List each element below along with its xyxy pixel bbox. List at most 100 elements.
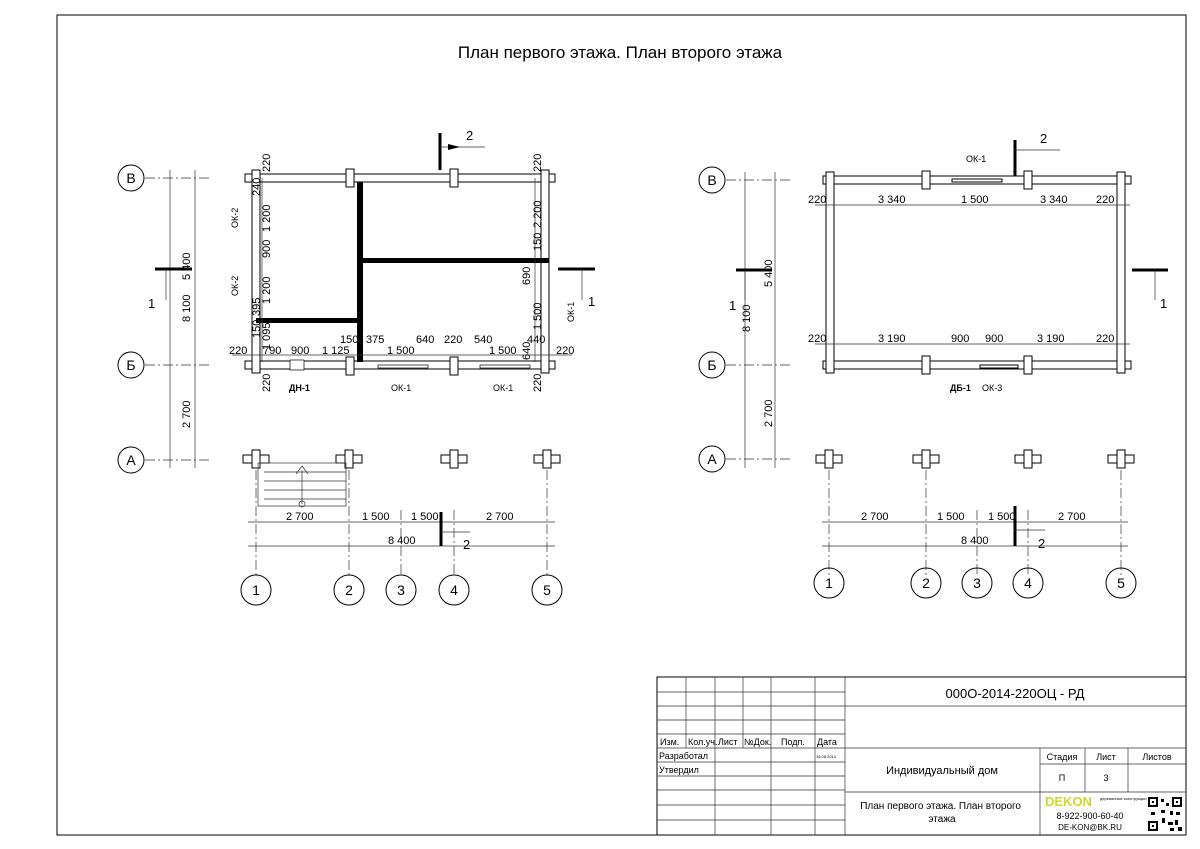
- svg-text:№Док.: №Док.: [744, 737, 771, 747]
- svg-text:220: 220: [808, 194, 826, 206]
- svg-text:2 700: 2 700: [861, 511, 889, 523]
- element-marks: ДН-1 ОК-1 ОК-1 ОК-2 ОК-2 ОК-1: [230, 208, 576, 393]
- stair: [257, 462, 347, 508]
- wall-right-2: [1116, 171, 1126, 374]
- section-mark-2-bottom: 2: [439, 512, 470, 552]
- svg-text:1 500: 1 500: [937, 511, 965, 523]
- svg-text:2: 2: [345, 582, 353, 598]
- sheet-name-line-2: этажа: [928, 814, 956, 825]
- svg-text:220: 220: [1096, 333, 1114, 345]
- posts-2: [815, 170, 1135, 469]
- svg-text:1 500: 1 500: [961, 194, 989, 206]
- svg-text:ОК-1: ОК-1: [391, 383, 411, 393]
- svg-text:18.08.2014: 18.08.2014: [816, 754, 837, 759]
- svg-text:395: 395: [251, 298, 263, 316]
- svg-text:2: 2: [922, 575, 930, 591]
- section-mark-1-left: 1: [148, 267, 192, 311]
- title-block: 000О-2014-220ОЦ - РД Изм. Кол.уч. Лист №…: [656, 676, 1187, 836]
- svg-text:ОК-2: ОК-2: [230, 276, 240, 296]
- svg-text:5: 5: [1117, 575, 1125, 591]
- svg-text:1: 1: [825, 575, 833, 591]
- svg-text:3: 3: [973, 575, 981, 591]
- section-marks-2: 2 1 1 2: [729, 131, 1168, 551]
- svg-text:Дата: Дата: [817, 737, 837, 747]
- svg-text:2: 2: [466, 128, 473, 143]
- svg-text:1 500: 1 500: [489, 345, 517, 357]
- svg-text:900: 900: [291, 345, 309, 357]
- svg-text:ДН-1: ДН-1: [289, 383, 310, 393]
- svg-text:Лист: Лист: [718, 737, 738, 747]
- svg-text:8 100: 8 100: [741, 304, 753, 332]
- svg-text:2 700: 2 700: [763, 399, 775, 427]
- openings: [289, 359, 531, 371]
- title-block-headers: Изм. Кол.уч. Лист №Док. Подп. Дата Разра…: [659, 737, 1172, 783]
- svg-text:2 700: 2 700: [486, 511, 514, 523]
- dimension-lines: [169, 170, 572, 547]
- svg-text:150: 150: [251, 320, 263, 338]
- posts: [242, 168, 561, 469]
- svg-text:220: 220: [532, 374, 544, 392]
- svg-text:1: 1: [588, 294, 595, 309]
- svg-text:5: 5: [543, 582, 551, 598]
- svg-text:Листов: Листов: [1142, 752, 1171, 762]
- svg-text:В: В: [126, 170, 135, 186]
- wall-bottom-2: [822, 360, 1132, 370]
- sheet-frame: [56, 14, 1187, 836]
- wall-left-2: [825, 171, 835, 374]
- axis-lines-2: [726, 179, 1122, 575]
- svg-text:2 700: 2 700: [181, 400, 193, 428]
- svg-text:440: 440: [527, 334, 545, 346]
- svg-text:3 340: 3 340: [1040, 194, 1068, 206]
- svg-text:1: 1: [252, 582, 260, 598]
- axis-bubbles-2: В Б А 1 2 3 4 5: [698, 166, 1137, 599]
- svg-text:ОК-1: ОК-1: [966, 154, 986, 164]
- svg-text:220: 220: [532, 154, 544, 172]
- svg-text:4: 4: [1024, 575, 1032, 591]
- svg-text:1 200: 1 200: [261, 204, 273, 232]
- svg-text:1 500: 1 500: [988, 511, 1016, 523]
- svg-text:3: 3: [397, 582, 405, 598]
- svg-text:5 400: 5 400: [181, 252, 193, 280]
- svg-text:220: 220: [556, 345, 574, 357]
- svg-text:1 095: 1 095: [261, 322, 273, 350]
- svg-text:900: 900: [985, 333, 1003, 345]
- svg-text:Лист: Лист: [1096, 752, 1116, 762]
- axis-bubbles: В Б А 1 2 3 4 5: [117, 164, 563, 606]
- svg-text:деревянные конструкции: деревянные конструкции: [1100, 796, 1147, 801]
- svg-text:790: 790: [263, 345, 281, 357]
- dimension-texts-2: 220 3 340 1 500 3 340 220 220 3 190 900 …: [741, 194, 1114, 547]
- dimension-lines-2: [744, 172, 1130, 547]
- project-name: Индивидуальный дом: [886, 765, 998, 777]
- svg-text:2 700: 2 700: [1058, 511, 1086, 523]
- svg-text:4: 4: [450, 582, 458, 598]
- svg-text:1: 1: [1160, 296, 1167, 311]
- svg-text:DEKON: DEKON: [1045, 794, 1092, 809]
- svg-text:220: 220: [261, 154, 273, 172]
- svg-text:375: 375: [366, 334, 384, 346]
- svg-text:5 400: 5 400: [763, 259, 775, 287]
- svg-text:900: 900: [951, 333, 969, 345]
- svg-text:А: А: [126, 452, 136, 468]
- partitions: [256, 182, 549, 362]
- svg-text:1 500: 1 500: [532, 302, 544, 330]
- svg-text:1 125: 1 125: [322, 345, 350, 357]
- svg-text:1 500: 1 500: [387, 345, 415, 357]
- svg-text:ОК-2: ОК-2: [230, 208, 240, 228]
- wall-left: [251, 169, 261, 374]
- svg-text:Разработал: Разработал: [659, 751, 708, 761]
- svg-text:240: 240: [251, 178, 263, 196]
- element-marks-2: ОК-1 ДБ-1 ОК-3: [950, 154, 1002, 393]
- qr-code-icon: [1147, 796, 1183, 832]
- svg-text:8-922-900-60-40: 8-922-900-60-40: [1056, 811, 1123, 821]
- svg-text:220: 220: [1096, 194, 1114, 206]
- svg-text:640: 640: [416, 334, 434, 346]
- sheet-title: План первого этажа. План второго этажа: [458, 43, 783, 62]
- svg-text:Подп.: Подп.: [781, 737, 805, 747]
- svg-text:1: 1: [148, 296, 155, 311]
- svg-text:ОК-1: ОК-1: [493, 383, 513, 393]
- svg-text:220: 220: [229, 345, 247, 357]
- svg-text:3 190: 3 190: [1037, 333, 1065, 345]
- svg-text:А: А: [707, 451, 717, 467]
- svg-text:1 200: 1 200: [261, 276, 273, 304]
